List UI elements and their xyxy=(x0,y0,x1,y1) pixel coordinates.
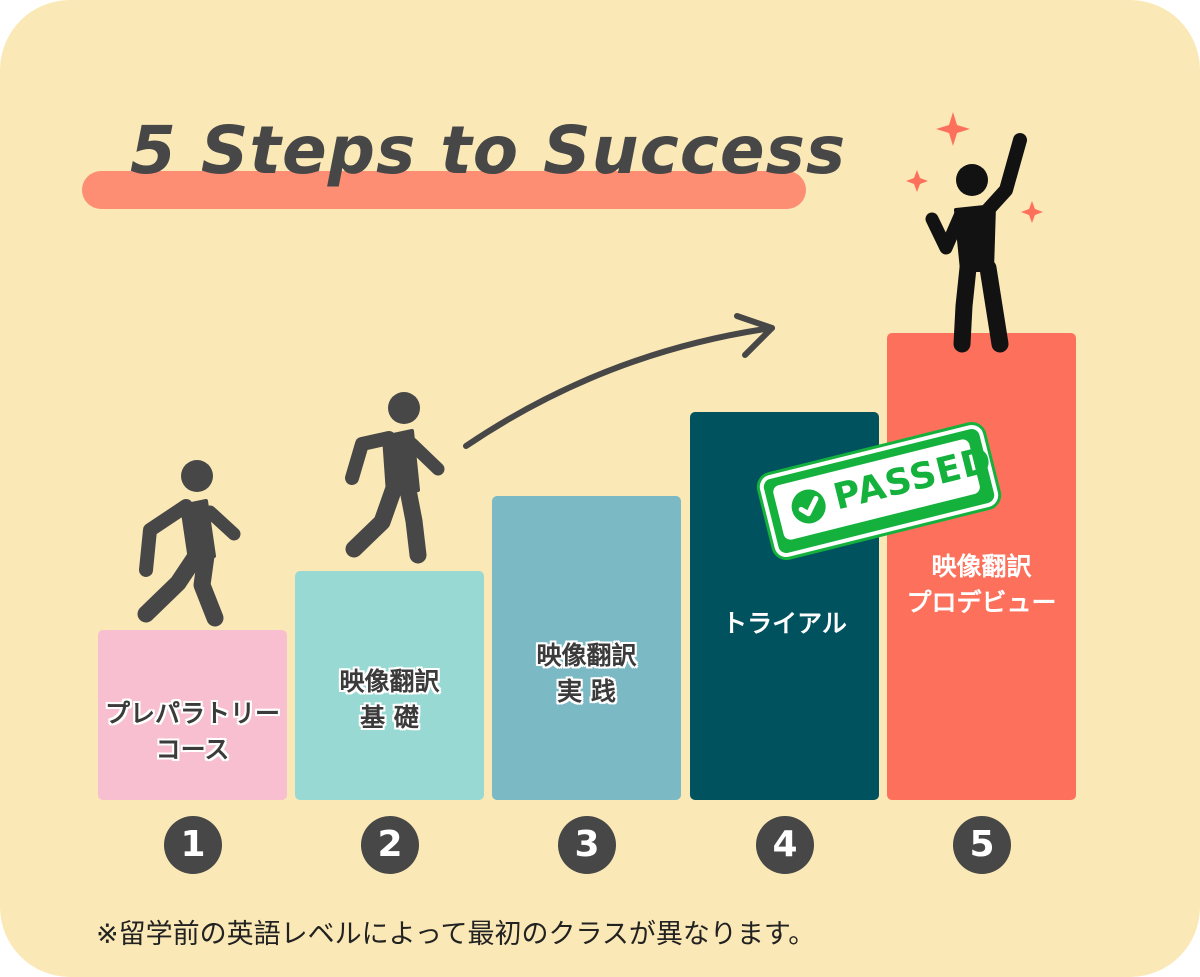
title-highlight xyxy=(82,171,806,209)
passed-stamp-border: PASSED xyxy=(757,422,1001,560)
check-mark-icon xyxy=(798,495,819,517)
step-number-4: 4 xyxy=(756,816,814,874)
diagram-title: 5 Steps to Success xyxy=(130,112,847,189)
step-label-1: プレパラトリー コース xyxy=(98,696,287,768)
passed-stamp: PASSED xyxy=(757,422,1001,560)
step-number-3: 3 xyxy=(558,816,616,874)
step-5-line-2: プロデビュー xyxy=(906,588,1057,617)
step-number-1: 1 xyxy=(164,816,222,874)
arrow-head-icon xyxy=(734,313,775,358)
step-block-2: 映像翻訳 基 礎 xyxy=(295,571,484,800)
step-number-2: 2 xyxy=(361,816,419,874)
sparkle-icon-right xyxy=(1021,201,1043,223)
check-circle-icon xyxy=(788,485,830,528)
step-label-2: 映像翻訳 基 礎 xyxy=(295,664,484,736)
step-5-line-1: 映像翻訳 xyxy=(931,552,1032,581)
step-number-5: 5 xyxy=(953,816,1011,874)
sparkle-icon-large xyxy=(936,112,970,146)
step-1-line-1: プレパラトリー xyxy=(104,699,280,728)
footnote: ※留学前の英語レベルによって最初のクラスが異なります。 xyxy=(96,919,816,950)
walking-person-icon-1 xyxy=(137,460,241,627)
sparkle-icon-left xyxy=(906,170,928,192)
step-label-4: トライアル xyxy=(690,606,879,642)
step-2-line-2: 基 礎 xyxy=(360,703,419,732)
step-3-line-1: 映像翻訳 xyxy=(536,641,637,670)
progress-arrow xyxy=(463,325,775,449)
step-label-3: 映像翻訳 実 践 xyxy=(492,638,681,710)
passed-stamp-inner: PASSED xyxy=(771,437,996,542)
walking-person-icon-2 xyxy=(345,392,445,564)
step-label-5: 映像翻訳 プロデビュー xyxy=(887,549,1076,621)
step-4-line-1: トライアル xyxy=(722,609,847,638)
step-block-3: 映像翻訳 実 践 xyxy=(492,496,681,800)
step-2-line-1: 映像翻訳 xyxy=(339,667,440,696)
step-block-5: 映像翻訳 プロデビュー xyxy=(887,333,1076,800)
cheering-person-icon xyxy=(925,133,1027,353)
step-block-1: プレパラトリー コース xyxy=(98,630,287,800)
step-3-line-2: 実 践 xyxy=(557,677,616,706)
step-1-line-2: コース xyxy=(155,735,230,764)
